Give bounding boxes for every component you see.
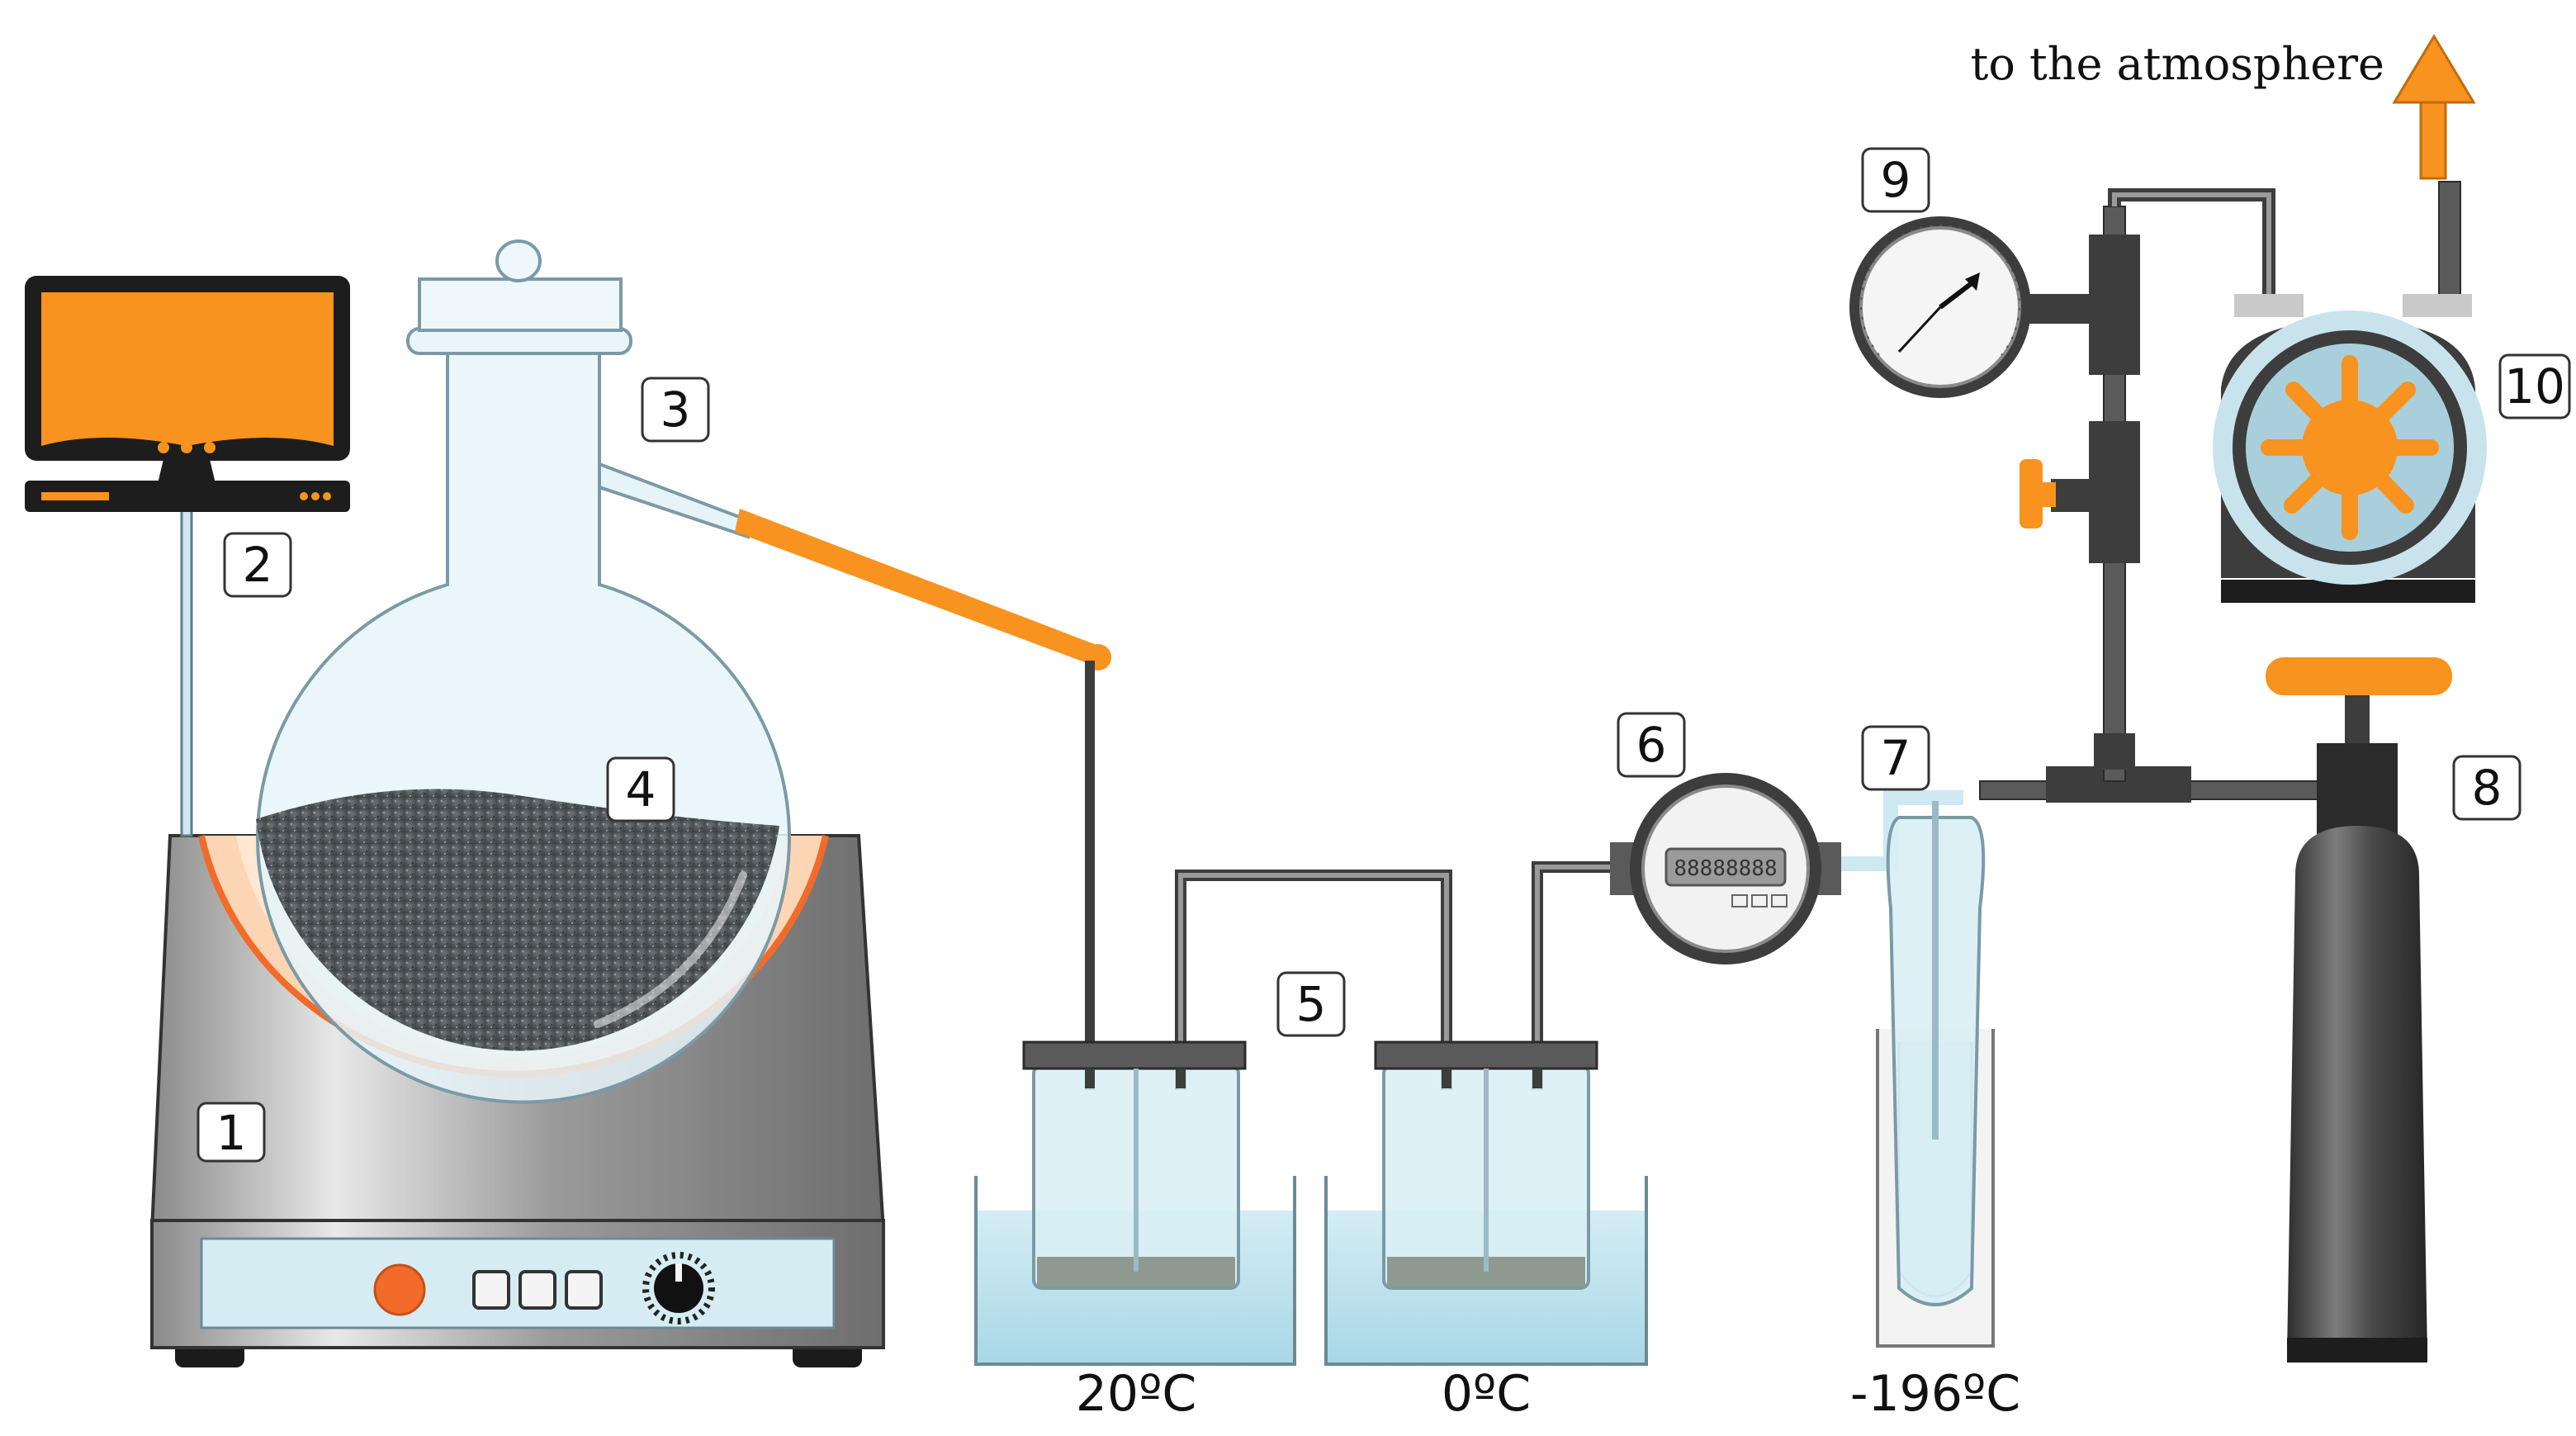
vacuum-pump-icon bbox=[2213, 181, 2487, 603]
svg-text:3: 3 bbox=[661, 382, 691, 438]
label-controller: 2 bbox=[223, 532, 292, 598]
label-outlet: 3 bbox=[641, 377, 710, 443]
svg-text:10: 10 bbox=[2504, 358, 2565, 415]
svg-text:5: 5 bbox=[1296, 976, 1327, 1032]
cylinder-valve-icon bbox=[2266, 657, 2452, 695]
wash-bottle-2 bbox=[1324, 1040, 1648, 1366]
label-cylinder: 8 bbox=[2452, 755, 2522, 821]
label-cold-trap: 7 bbox=[1861, 725, 1930, 791]
round-bottom-flask bbox=[256, 239, 1111, 1104]
svg-text:6: 6 bbox=[1636, 717, 1667, 773]
valve-knob-icon bbox=[2020, 459, 2043, 528]
svg-text:4: 4 bbox=[626, 761, 656, 818]
transfer-tubing bbox=[1085, 661, 1643, 1090]
svg-text:2: 2 bbox=[243, 537, 273, 593]
temperature-knob-icon bbox=[642, 1252, 715, 1325]
control-button bbox=[519, 1270, 556, 1310]
label-flask: 4 bbox=[606, 756, 675, 822]
arrow-up-icon bbox=[2392, 34, 2476, 180]
gas-cylinder bbox=[2266, 657, 2452, 1363]
bath2-temperature: 0ºC bbox=[1442, 1365, 1531, 1423]
control-button bbox=[565, 1270, 603, 1310]
control-button bbox=[472, 1270, 510, 1310]
label-hotplate: 1 bbox=[197, 1102, 266, 1163]
monitor-icon bbox=[41, 292, 334, 446]
pressure-gauge-icon bbox=[1849, 216, 2091, 398]
controller-monitor bbox=[25, 276, 350, 837]
cold-trap bbox=[1841, 790, 1995, 1348]
exhaust-caption: to the atmosphere bbox=[1971, 38, 2384, 90]
label-bottles: 5 bbox=[1276, 971, 1346, 1037]
label-pump: 10 bbox=[2498, 353, 2571, 419]
vacuum-manifold bbox=[1979, 188, 2327, 803]
svg-text:9: 9 bbox=[1881, 152, 1911, 208]
bath1-temperature: 20ºC bbox=[1076, 1365, 1197, 1423]
dewar-temperature: -196ºC bbox=[1850, 1365, 2020, 1423]
wash-bottle-1 bbox=[974, 1040, 1296, 1366]
power-indicator-icon bbox=[373, 1263, 426, 1316]
flow-meter-display: 88888888 bbox=[1674, 856, 1777, 881]
flow-meter: 88888888 bbox=[1610, 773, 1841, 964]
svg-text:7: 7 bbox=[1881, 730, 1911, 786]
label-gauge: 9 bbox=[1861, 147, 1930, 213]
svg-text:8: 8 bbox=[2472, 760, 2503, 816]
svg-text:1: 1 bbox=[216, 1105, 247, 1161]
label-flowmeter: 6 bbox=[1617, 712, 1686, 778]
